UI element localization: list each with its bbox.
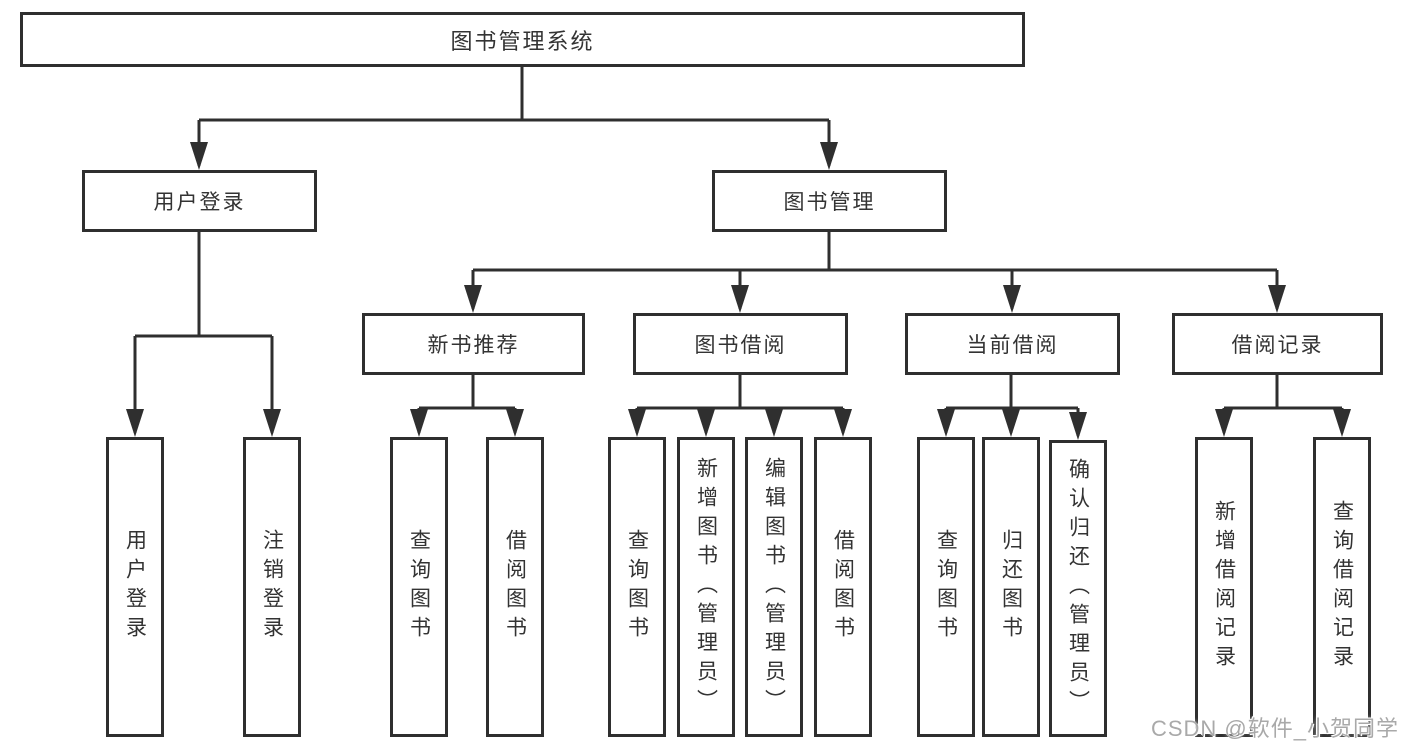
connector-book-mgmt-to-level2 [464,232,1286,313]
root-node-label: 图书管理系统 [450,28,595,54]
node-user-login: 用户登录 [82,170,317,232]
node-book-borrow-label: 图书借阅 [694,334,787,357]
leaf-query-books-borrow: 查询图书 [608,437,666,737]
leaf-borrow-books-recommend: 借阅图书 [486,437,544,737]
node-book-borrow: 图书借阅 [633,313,848,375]
leaf-logout: 注销登录 [243,437,301,737]
leaf-query-books-borrow-label: 查询图书 [625,529,649,645]
csdn-watermark: CSDN @软件_小贺同学 [1150,716,1399,741]
node-book-management: 图书管理 [712,170,947,232]
connector-borrow-records-to-leaves [1215,375,1351,437]
leaf-add-books-admin-label: 新增图书（管理员） [694,456,718,718]
leaf-borrow-books-recommend-label: 借阅图书 [503,529,527,645]
node-new-book-recommend: 新书推荐 [362,313,585,375]
leaf-add-borrow-record: 新增借阅记录 [1195,437,1253,737]
node-book-management-label: 图书管理 [783,191,876,214]
connector-user-login-to-leaves [126,232,281,437]
leaf-query-borrow-record-label: 查询借阅记录 [1330,500,1354,674]
node-new-book-recommend-label: 新书推荐 [427,334,520,357]
leaf-edit-books-admin-label: 编辑图书（管理员） [762,456,786,718]
leaf-logout-label: 注销登录 [260,529,284,645]
node-current-borrow-label: 当前借阅 [966,334,1059,357]
connector-book-borrow-to-leaves [628,375,852,437]
leaf-add-borrow-record-label: 新增借阅记录 [1212,500,1236,674]
root-node-library-system: 图书管理系统 [20,12,1025,67]
node-borrow-records-label: 借阅记录 [1231,334,1324,357]
leaf-query-borrow-record: 查询借阅记录 [1313,437,1371,737]
leaf-confirm-return-admin-label: 确认归还（管理员） [1066,458,1090,719]
leaf-edit-books-admin: 编辑图书（管理员） [745,437,803,737]
leaf-return-books-label: 归还图书 [999,529,1023,645]
connector-current-borrow-to-leaves [937,375,1087,440]
leaf-query-books-recommend: 查询图书 [390,437,448,737]
leaf-return-books: 归还图书 [982,437,1040,737]
node-borrow-records: 借阅记录 [1172,313,1383,375]
leaf-borrow-books: 借阅图书 [814,437,872,737]
leaf-user-login: 用户登录 [106,437,164,737]
leaf-query-books-current: 查询图书 [917,437,975,737]
leaf-add-books-admin: 新增图书（管理员） [677,437,735,737]
node-user-login-label: 用户登录 [153,191,246,214]
leaf-confirm-return-admin: 确认归还（管理员） [1049,440,1107,737]
connector-new-book-to-leaves [410,375,524,437]
connector-root-to-level1 [190,67,838,170]
leaf-borrow-books-label: 借阅图书 [831,529,855,645]
node-current-borrow: 当前借阅 [905,313,1120,375]
leaf-query-books-current-label: 查询图书 [934,529,958,645]
leaf-user-login-label: 用户登录 [123,529,147,645]
leaf-query-books-recommend-label: 查询图书 [407,529,431,645]
